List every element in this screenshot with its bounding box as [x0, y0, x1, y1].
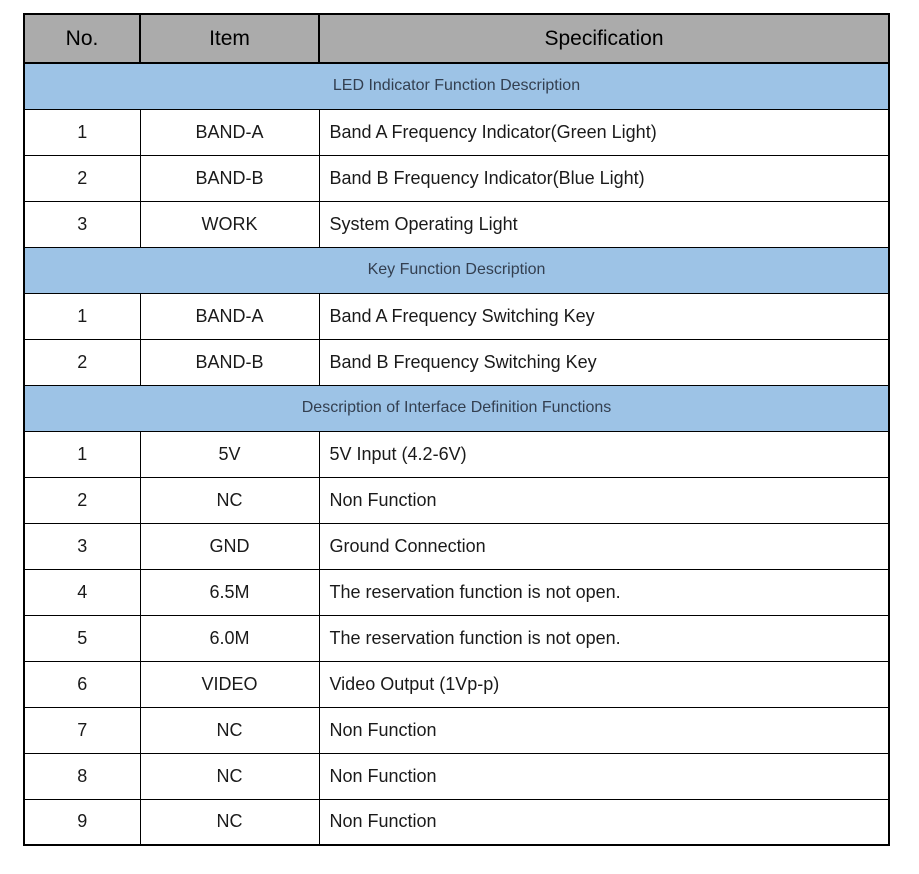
cell-no: 2: [23, 338, 141, 386]
cell-spec: Non Function: [318, 706, 890, 754]
cell-item: BAND-A: [139, 108, 320, 156]
cell-no: 2: [23, 476, 141, 524]
cell-no: 6: [23, 660, 141, 708]
cell-item: BAND-B: [139, 154, 320, 202]
cell-item: 6.0M: [139, 614, 320, 662]
section-title: LED Indicator Function Description: [23, 62, 890, 110]
cell-spec: Non Function: [318, 798, 890, 846]
cell-no: 7: [23, 706, 141, 754]
cell-item: BAND-A: [139, 292, 320, 340]
table-header: No. Item Specification: [23, 13, 890, 64]
cell-no: 2: [23, 154, 141, 202]
cell-item: 6.5M: [139, 568, 320, 616]
cell-no: 1: [23, 292, 141, 340]
cell-no: 4: [23, 568, 141, 616]
cell-no: 3: [23, 200, 141, 248]
cell-item: 5V: [139, 430, 320, 478]
column-header-item: Item: [139, 13, 320, 64]
section-header-row: LED Indicator Function Description: [23, 62, 890, 110]
cell-spec: Non Function: [318, 752, 890, 800]
cell-item: NC: [139, 798, 320, 846]
section-header-row: Key Function Description: [23, 246, 890, 294]
cell-item: NC: [139, 706, 320, 754]
cell-no: 1: [23, 108, 141, 156]
cell-spec: Band A Frequency Switching Key: [318, 292, 890, 340]
cell-spec: 5V Input (4.2-6V): [318, 430, 890, 478]
cell-item: NC: [139, 476, 320, 524]
header-row: No. Item Specification: [23, 13, 890, 64]
cell-item: NC: [139, 752, 320, 800]
section-title: Description of Interface Definition Func…: [23, 384, 890, 432]
cell-spec: Band B Frequency Switching Key: [318, 338, 890, 386]
specification-table: No. Item Specification LED Indicator Fun…: [23, 13, 890, 846]
cell-item: VIDEO: [139, 660, 320, 708]
cell-item: WORK: [139, 200, 320, 248]
cell-no: 8: [23, 752, 141, 800]
cell-spec: The reservation function is not open.: [318, 568, 890, 616]
cell-no: 3: [23, 522, 141, 570]
cell-spec: Band A Frequency Indicator(Green Light): [318, 108, 890, 156]
cell-spec: Band B Frequency Indicator(Blue Light): [318, 154, 890, 202]
section-title: Key Function Description: [23, 246, 890, 294]
column-header-specification: Specification: [318, 13, 890, 64]
cell-spec: Video Output (1Vp-p): [318, 660, 890, 708]
cell-no: 9: [23, 798, 141, 846]
cell-no: 1: [23, 430, 141, 478]
cell-no: 5: [23, 614, 141, 662]
cell-spec: Ground Connection: [318, 522, 890, 570]
cell-spec: The reservation function is not open.: [318, 614, 890, 662]
column-header-no: No.: [23, 13, 141, 64]
cell-item: BAND-B: [139, 338, 320, 386]
section-header-row: Description of Interface Definition Func…: [23, 384, 890, 432]
cell-spec: Non Function: [318, 476, 890, 524]
cell-item: GND: [139, 522, 320, 570]
cell-spec: System Operating Light: [318, 200, 890, 248]
